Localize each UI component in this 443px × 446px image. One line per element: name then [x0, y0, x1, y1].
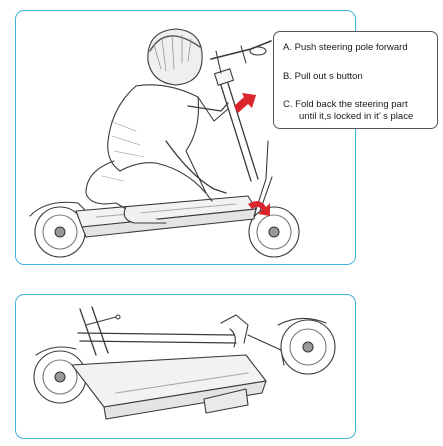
illustration-panel-folded — [15, 294, 356, 439]
folding-arrow-icon — [234, 93, 256, 113]
step-c-continuation-text: until it,s locked in it’ s place — [299, 111, 414, 122]
scooter-folding-illustration — [29, 28, 300, 258]
step-b-text: B. Pull out s button — [283, 71, 363, 82]
front-wheel-folded — [280, 319, 336, 375]
front-wheel — [248, 206, 300, 258]
scooter-folded-illustration — [33, 306, 336, 420]
step-c-text: C. Fold back the steering part — [283, 99, 408, 110]
instruction-callout: A. Push steering pole forward B. Pull ou… — [273, 31, 438, 129]
rotate-arrow-icon — [248, 201, 270, 216]
step-a-text: A. Push steering pole forward — [283, 42, 408, 53]
